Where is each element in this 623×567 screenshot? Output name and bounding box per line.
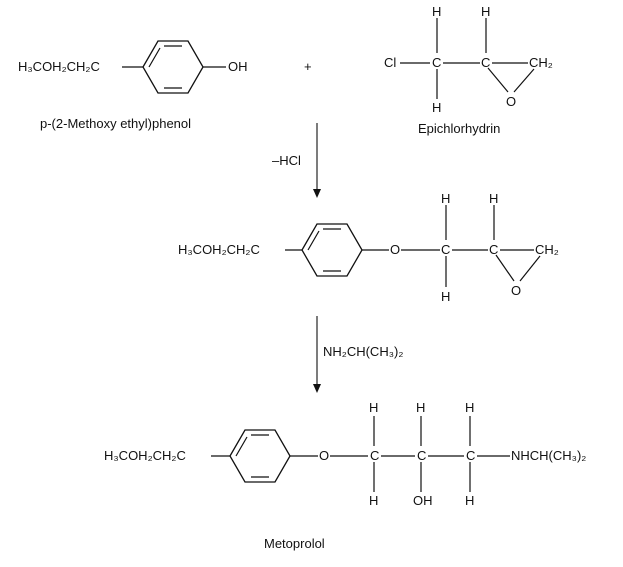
product-ether-oxygen: O [319,448,329,463]
product-benzene-ring [229,429,291,483]
intermediate-hydrogen-bottom-1: H [441,289,450,304]
intermediate-carbon-1: C [441,242,450,257]
phenol-benzene-ring [142,40,204,94]
product-hydrogen-top-1: H [369,400,378,415]
step2-reagent: NH₂CH(CH₃)₂ [323,344,403,359]
phenol-chain-label: H₃COH₂CH₂C [18,59,100,74]
intermediate-benzene-ring [301,223,363,277]
product-carbon-1: C [370,448,379,463]
epi-epoxide-left [487,67,509,93]
epi-hydrogen-top-2: H [481,4,490,19]
epi-methylene-label: CH₂ [529,55,553,70]
product-hydrogen-bottom-1: H [369,493,378,508]
epi-carbon-1: C [432,55,441,70]
intermediate-methylene-label: CH₂ [535,242,559,257]
reactant-phenol: H₃COH₂CH₂C OH p-(2-Methoxy ethyl)phenol [18,40,248,131]
reaction-arrow-1 [313,123,321,198]
product-hydroxyl-label: OH [413,493,433,508]
epichlorohydrin-name: Epichlorhydrin [418,121,500,136]
reactant-epichlorohydrin: Cl C H H C H CH₂ O Epichlorhydrin [384,4,553,136]
product-carbon-3: C [466,448,475,463]
intermediate-carbon-2: C [489,242,498,257]
intermediate-epoxide-oxygen: O [511,283,521,298]
product-hydrogen-top-3: H [465,400,474,415]
intermediate-hydrogen-top-2: H [489,191,498,206]
product-hydrogen-bottom-3: H [465,493,474,508]
reaction-arrow-2 [313,316,321,393]
phenol-hydroxyl-label: OH [228,59,248,74]
intermediate-chain-label: H₃COH₂CH₂C [178,242,260,257]
plus-sign: + [304,59,312,74]
intermediate-hydrogen-top-1: H [441,191,450,206]
epi-carbon-2: C [481,55,490,70]
epi-hydrogen-top-1: H [432,4,441,19]
epi-hydrogen-bottom-1: H [432,100,441,115]
epi-epoxide-right [513,68,535,93]
phenol-name: p-(2-Methoxy ethyl)phenol [40,116,191,131]
product-carbon-2: C [417,448,426,463]
epi-epoxide-oxygen: O [506,94,516,109]
product-hydrogen-top-2: H [416,400,425,415]
product-chain-label: H₃COH₂CH₂C [104,448,186,463]
product-name: Metoprolol [264,536,325,551]
product-amine-label: NHCH(CH₃)₂ [511,448,586,463]
epi-chlorine-label: Cl [384,55,396,70]
intermediate-glycidyl-ether: H₃COH₂CH₂C O C H H C H CH₂ O [178,191,559,304]
intermediate-ether-oxygen: O [390,242,400,257]
product-metoprolol: H₃COH₂CH₂C O C H H C H OH C H H NHCH(CH₃… [104,400,586,551]
step1-reagent: –HCl [272,153,301,168]
